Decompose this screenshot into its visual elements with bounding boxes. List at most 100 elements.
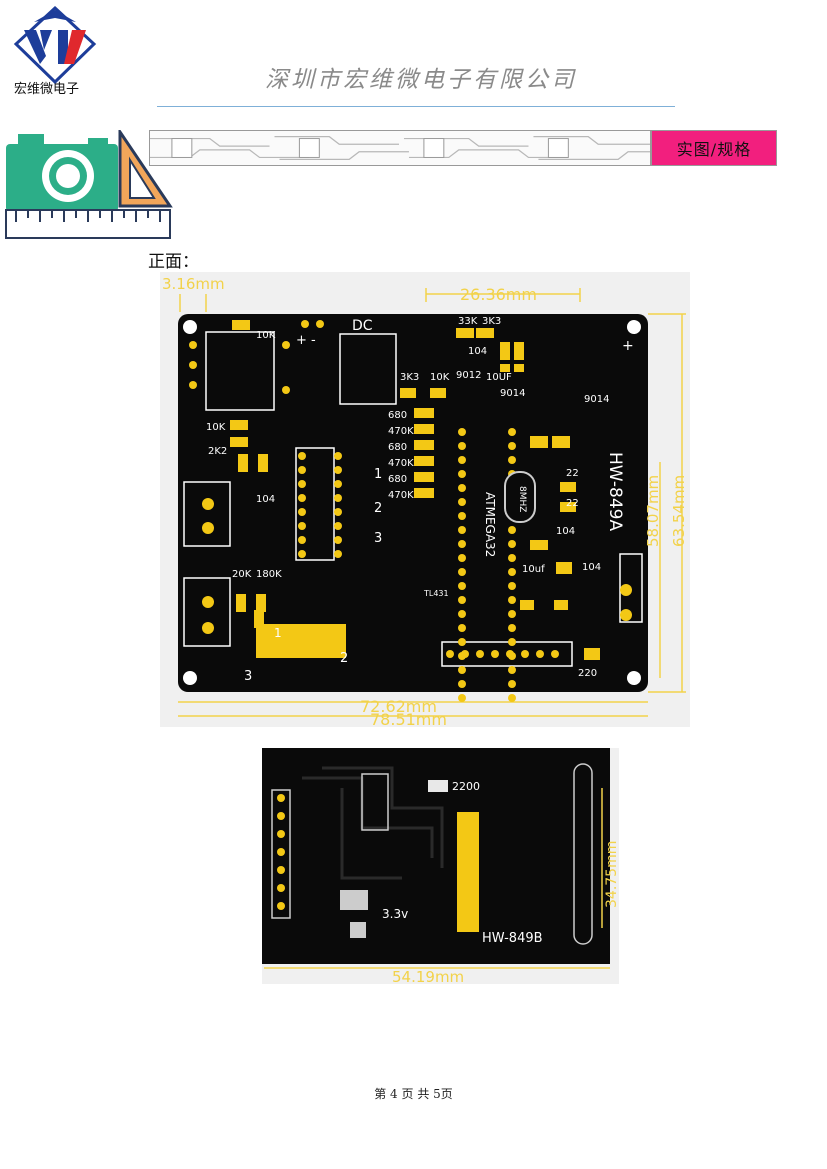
pcb-pin bbox=[298, 550, 306, 558]
pcb-pin bbox=[298, 480, 306, 488]
banner-tag: 实图/规格 bbox=[651, 130, 777, 166]
pcb-pin bbox=[298, 522, 306, 530]
svg-text:TL431: TL431 bbox=[423, 589, 449, 598]
pcb-pin bbox=[334, 508, 342, 516]
dim-height-outer: 63.54mm bbox=[670, 475, 688, 547]
svg-text:9012: 9012 bbox=[456, 370, 481, 381]
svg-text:10K: 10K bbox=[206, 422, 226, 433]
svg-text:ATMEGA32: ATMEGA32 bbox=[483, 492, 497, 557]
svg-text:33K: 33K bbox=[458, 316, 478, 327]
pcb-pin bbox=[458, 694, 466, 702]
svg-text:1: 1 bbox=[374, 467, 382, 482]
pcb-pin bbox=[508, 624, 516, 632]
pcb-pin bbox=[458, 540, 466, 548]
camera-ruler-icon bbox=[5, 130, 173, 239]
resistor-label: 680 bbox=[388, 410, 407, 421]
resistor-label: 680 bbox=[388, 442, 407, 453]
svg-text:2K2: 2K2 bbox=[208, 446, 227, 457]
dim-left-offset: 3.16mm bbox=[162, 275, 225, 293]
svg-text:104: 104 bbox=[256, 494, 275, 505]
pcb-pin bbox=[458, 568, 466, 576]
page-footer: 第 4 页 共 5页 bbox=[374, 1087, 453, 1101]
pcb-pin bbox=[551, 650, 559, 658]
pcb-pin bbox=[458, 512, 466, 520]
svg-text:10UF: 10UF bbox=[486, 372, 512, 383]
pcb-pin bbox=[508, 526, 516, 534]
pcb-pin bbox=[277, 902, 285, 910]
dim-width-inner: 72.62mm bbox=[360, 697, 437, 716]
header-divider bbox=[157, 106, 675, 107]
pcb-pin bbox=[334, 480, 342, 488]
svg-text:HW-849B: HW-849B bbox=[482, 931, 543, 946]
pcb-pin bbox=[277, 812, 285, 820]
svg-text:8MHZ: 8MHZ bbox=[517, 486, 527, 512]
resistor-label: 470K bbox=[388, 426, 414, 437]
company-logo bbox=[13, 5, 97, 85]
pcb-pin bbox=[298, 494, 306, 502]
pcb-pin bbox=[521, 650, 529, 658]
pcb-pin bbox=[508, 638, 516, 646]
pcb-pin bbox=[277, 884, 285, 892]
svg-text:3K3: 3K3 bbox=[400, 372, 419, 383]
pcb-pin bbox=[298, 536, 306, 544]
svg-text:180K: 180K bbox=[256, 569, 282, 580]
svg-text:3K3: 3K3 bbox=[482, 316, 501, 327]
pcb-pin bbox=[458, 624, 466, 632]
pcb-pin bbox=[508, 568, 516, 576]
pcb-pin bbox=[476, 650, 484, 658]
pcb-pin bbox=[334, 494, 342, 502]
pcb-pin bbox=[508, 554, 516, 562]
pcb-pin bbox=[446, 650, 454, 658]
pcb-pin bbox=[536, 650, 544, 658]
pcb-pin bbox=[458, 554, 466, 562]
pcb-pin bbox=[334, 522, 342, 530]
svg-text:10uf: 10uf bbox=[522, 564, 545, 575]
svg-text:+ -: + - bbox=[296, 333, 316, 348]
pcb-pin bbox=[334, 536, 342, 544]
pcb-pin bbox=[461, 650, 469, 658]
dim-back-width: 54.19mm bbox=[392, 968, 464, 984]
dim-top-width: 26.36mm bbox=[460, 285, 537, 304]
resistor-label: 680 bbox=[388, 474, 407, 485]
svg-text:DC: DC bbox=[352, 318, 373, 334]
pcb-pin bbox=[458, 596, 466, 604]
svg-text:2: 2 bbox=[340, 651, 348, 666]
svg-text:20K: 20K bbox=[232, 569, 252, 580]
pcb-pin bbox=[277, 848, 285, 856]
pcb-pin bbox=[458, 610, 466, 618]
pcb-pin bbox=[508, 694, 516, 702]
svg-text:104: 104 bbox=[468, 346, 487, 357]
pcb-pin bbox=[334, 452, 342, 460]
pcb-pin bbox=[508, 582, 516, 590]
resistor-label: 470K bbox=[388, 458, 414, 469]
pcb-pin bbox=[458, 470, 466, 478]
resistor-label: 470K bbox=[388, 490, 414, 501]
dim-width-outer: 78.51mm bbox=[370, 710, 447, 727]
pcb-pin bbox=[277, 866, 285, 874]
pcb-pin bbox=[458, 442, 466, 450]
pcb-pin bbox=[508, 442, 516, 450]
svg-text:10K: 10K bbox=[256, 330, 276, 341]
svg-text:3: 3 bbox=[244, 669, 252, 684]
pcb-pin bbox=[277, 830, 285, 838]
pcb-pin bbox=[458, 680, 466, 688]
pcb-pin bbox=[506, 650, 514, 658]
pcb-pin bbox=[458, 484, 466, 492]
pcb-back-image: 2200 3.3v HW-849B 54.19mm 34.75mm bbox=[262, 748, 619, 984]
pcb-pin bbox=[508, 596, 516, 604]
svg-text:220: 220 bbox=[578, 668, 597, 679]
pcb-pin bbox=[277, 794, 285, 802]
pcb-pin bbox=[458, 666, 466, 674]
dim-back-height: 34.75mm bbox=[604, 841, 619, 908]
svg-text:3: 3 bbox=[374, 531, 382, 546]
svg-text:9014: 9014 bbox=[500, 388, 525, 399]
pcb-pin bbox=[458, 638, 466, 646]
svg-text:2200: 2200 bbox=[452, 780, 480, 793]
company-name: 深圳市宏维微电子有限公司 bbox=[265, 67, 577, 93]
pcb-pin bbox=[334, 466, 342, 474]
circuit-banner bbox=[149, 130, 651, 166]
pcb-pin bbox=[298, 452, 306, 460]
svg-text:22: 22 bbox=[566, 468, 579, 479]
pcb-pin bbox=[508, 456, 516, 464]
pcb-pin bbox=[458, 526, 466, 534]
